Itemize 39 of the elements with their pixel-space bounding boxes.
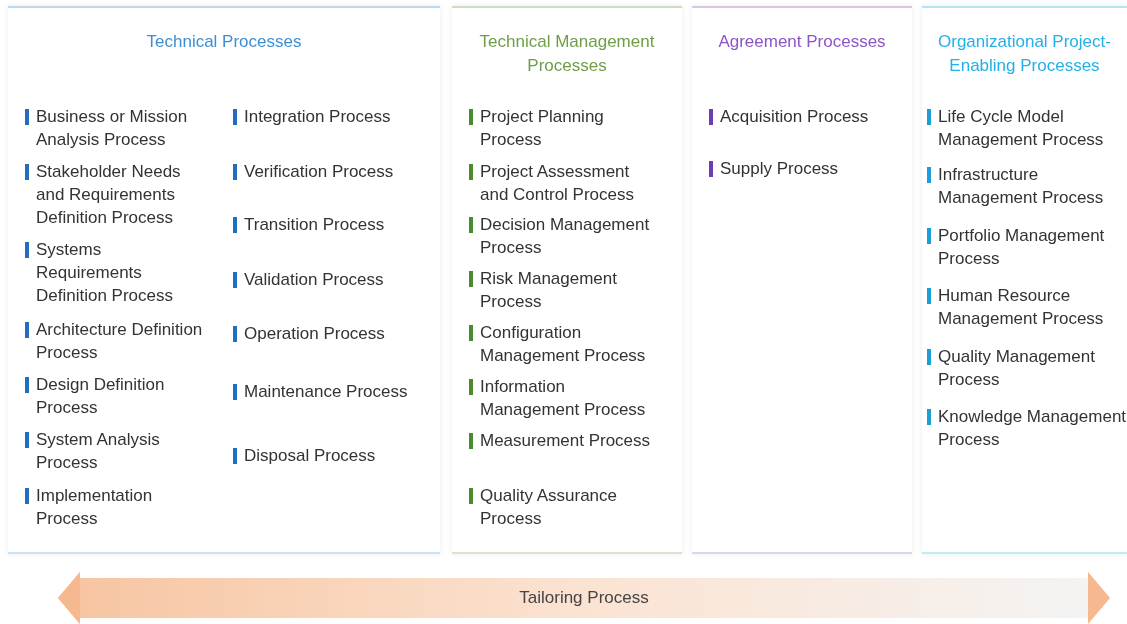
process-item: Verification Process xyxy=(244,162,394,181)
process-item: Information Management Process xyxy=(480,377,646,419)
process-item: Systems Requirements Definition Process xyxy=(36,240,173,305)
process-item: Configuration Management Process xyxy=(480,323,646,365)
process-panel xyxy=(922,6,1127,554)
process-item: Validation Process xyxy=(244,270,384,289)
process-panel xyxy=(692,6,912,554)
process-item: Operation Process xyxy=(244,324,385,343)
process-item: Knowledge Management Process xyxy=(938,407,1127,449)
process-item: Design Definition Process xyxy=(36,375,165,417)
process-item: Acquisition Process xyxy=(720,107,869,126)
process-item: Life Cycle Model Management Process xyxy=(938,107,1104,149)
process-item: Measurement Process xyxy=(480,431,651,450)
process-item: Disposal Process xyxy=(244,446,376,465)
process-item: Stakeholder Needs and Requirements Definition Process xyxy=(36,162,181,227)
process-item: Implementation Process xyxy=(36,486,153,528)
panel-heading: Technical Management Processes xyxy=(478,31,656,77)
panel-heading: Agreement Processes xyxy=(717,31,887,53)
process-item: Maintenance Process xyxy=(244,382,408,401)
band-label: Tailoring Process xyxy=(518,588,650,608)
process-item: Architecture Definition Process xyxy=(36,320,203,362)
process-item: Project Planning Process xyxy=(480,107,604,149)
process-item: Business or Mission Analysis Process xyxy=(36,107,188,149)
process-item: Human Resource Management Process xyxy=(938,286,1104,328)
panel-heading: Organizational Project-Enabling Processes xyxy=(937,31,1112,77)
process-item: Quality Management Process xyxy=(938,347,1095,389)
process-item: Decision Management Process xyxy=(480,215,650,257)
process-panel xyxy=(8,6,440,554)
process-item: Project Assessment and Control Process xyxy=(480,162,635,204)
process-item: Portfolio Management Process xyxy=(938,226,1105,268)
process-item: Transition Process xyxy=(244,215,385,234)
panel-heading: Technical Processes xyxy=(145,31,303,53)
process-item: Risk Management Process xyxy=(480,269,617,311)
process-panel xyxy=(452,6,682,554)
process-item: Integration Process xyxy=(244,107,391,126)
process-item: Supply Process xyxy=(720,159,839,178)
process-item: Quality Assurance Process xyxy=(480,486,617,528)
process-item: System Analysis Process xyxy=(36,430,160,472)
process-item: Infrastructure Management Process xyxy=(938,165,1104,207)
